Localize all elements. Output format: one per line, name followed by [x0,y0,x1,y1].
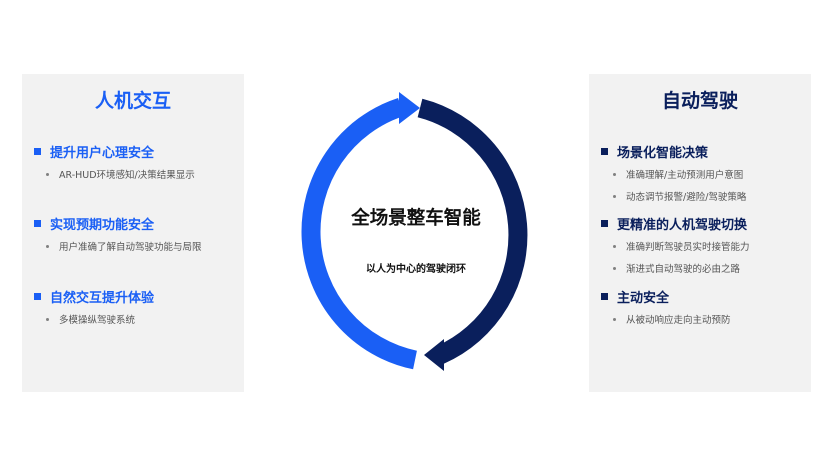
right-section-1: 场景化智能决策 准确理解/主动预测用户意图 动态调节报警/避险/驾驶策略 [601,142,805,204]
dot-bullet-icon [46,244,49,248]
autonomous-driving-panel: 自动驾驶 场景化智能决策 准确理解/主动预测用户意图 动态调节报警/避险/驾驶策… [589,74,811,392]
right-section-1-item-1-label: 准确理解/主动预测用户意图 [626,170,744,181]
right-section-3-item-1-label: 从被动响应走向主动预防 [626,315,731,326]
square-bullet-icon [601,292,608,300]
right-section-1-item-2-label: 动态调节报警/避险/驾驶策略 [626,192,747,203]
right-section-2: 更精准的人机驾驶切换 准确判断驾驶员实时接管能力 渐进式自动驾驶的必由之路 [601,214,805,276]
left-section-3: 自然交互提升体验 多模操纵驾驶系统 [34,287,238,327]
left-section-2-item-1: 用户准确了解自动驾驶功能与局限 [34,238,238,254]
right-section-1-head: 场景化智能决策 [601,142,805,161]
right-section-2-title: 更精准的人机驾驶切换 [617,217,748,233]
right-section-1-item-2: 动态调节报警/避险/驾驶策略 [601,188,805,204]
right-panel-title: 自动驾驶 [661,90,738,112]
bottom-arrow-icon [424,339,444,371]
square-bullet-icon [601,219,608,227]
left-section-1-item-1-label: AR-HUD环境感知/决策结果显示 [59,170,195,181]
right-section-2-head: 更精准的人机驾驶切换 [601,214,805,233]
dot-bullet-icon [613,172,616,176]
left-section-3-item-1: 多模操纵驾驶系统 [34,311,238,327]
left-section-2: 实现预期功能安全 用户准确了解自动驾驶功能与局限 [34,214,238,254]
right-section-3-title: 主动安全 [617,290,670,306]
center-title: 全场景整车智能 [351,208,481,229]
dot-bullet-icon [46,317,49,321]
right-section-2-item-2-label: 渐进式自动驾驶的必由之路 [626,264,741,275]
square-bullet-icon [601,147,608,155]
left-section-3-item-1-label: 多模操纵驾驶系统 [59,315,136,326]
right-section-2-item-2: 渐进式自动驾驶的必由之路 [601,260,805,276]
right-section-1-item-1: 准确理解/主动预测用户意图 [601,166,805,182]
center-subtitle: 以人为中心的驾驶闭环 [366,264,466,275]
left-section-1-head: 提升用户心理安全 [34,142,238,161]
left-section-2-head: 实现预期功能安全 [34,214,238,233]
right-section-2-item-1-label: 准确判断驾驶员实时接管能力 [626,242,750,253]
dot-bullet-icon [46,172,49,176]
right-cycle-arc [417,98,528,364]
square-bullet-icon [34,219,41,227]
top-arrow-icon [399,92,420,124]
right-section-3: 主动安全 从被动响应走向主动预防 [601,287,805,327]
dot-bullet-icon [613,194,616,198]
left-section-2-item-1-label: 用户准确了解自动驾驶功能与局限 [59,242,202,253]
dot-bullet-icon [613,317,616,321]
closed-loop-cycle-diagram [301,92,528,371]
square-bullet-icon [34,147,41,155]
left-section-3-title: 自然交互提升体验 [50,290,155,306]
square-bullet-icon [34,292,41,300]
right-section-1-title: 场景化智能决策 [617,145,709,161]
right-section-2-item-1: 准确判断驾驶员实时接管能力 [601,238,805,254]
right-section-3-item-1: 从被动响应走向主动预防 [601,311,805,327]
left-section-1-item-1: AR-HUD环境感知/决策结果显示 [34,166,238,182]
human-machine-interaction-panel: 人机交互 提升用户心理安全 AR-HUD环境感知/决策结果显示 实现预期功能安全… [22,74,244,392]
left-panel-title: 人机交互 [94,90,171,112]
left-cycle-arc [301,97,417,370]
dot-bullet-icon [613,244,616,248]
left-section-3-head: 自然交互提升体验 [34,287,238,306]
dot-bullet-icon [613,266,616,270]
left-section-1: 提升用户心理安全 AR-HUD环境感知/决策结果显示 [34,142,238,182]
left-section-2-title: 实现预期功能安全 [50,217,155,233]
left-section-1-title: 提升用户心理安全 [50,145,155,161]
right-section-3-head: 主动安全 [601,287,805,306]
